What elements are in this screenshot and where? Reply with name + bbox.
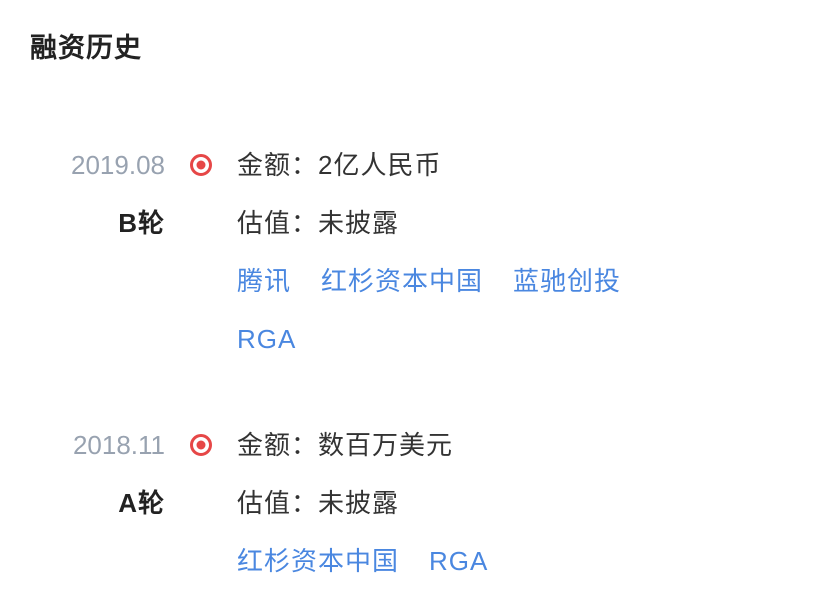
entry-content: 金额：2亿人民币估值：未披露腾讯红杉资本中国蓝驰创投 RGA bbox=[237, 147, 717, 357]
valuation-line: 估值：未披露 bbox=[237, 208, 400, 238]
investor-link[interactable]: RGA bbox=[237, 324, 297, 354]
investor-link[interactable]: 红杉资本中国 bbox=[321, 266, 484, 296]
valuation-line: 估值：未披露 bbox=[237, 488, 400, 518]
funding-date: 2019.08 bbox=[71, 150, 165, 180]
investor-link[interactable]: 红杉资本中国 bbox=[237, 546, 400, 576]
amount-line: 金额：数百万美元 bbox=[237, 430, 454, 460]
funding-round: A轮 bbox=[118, 488, 165, 518]
investor-link[interactable]: RGA bbox=[429, 546, 489, 576]
timeline-dot-icon bbox=[190, 434, 212, 456]
funding-date: 2018.11 bbox=[72, 430, 165, 460]
investor-link[interactable]: 腾讯 bbox=[237, 266, 292, 296]
investor-list: 红杉资本中国 RGA bbox=[237, 543, 677, 579]
timeline-dot-icon bbox=[190, 154, 212, 176]
amount-line: 金额：2亿人民币 bbox=[237, 150, 442, 180]
timeline-marker bbox=[165, 147, 237, 357]
investor-list: 腾讯红杉资本中国蓝驰创投 RGA bbox=[237, 263, 677, 357]
funding-round: B轮 bbox=[118, 208, 165, 238]
section-title: 融资历史 bbox=[30, 33, 142, 63]
timeline-marker bbox=[165, 427, 237, 579]
entry-content: 金额：数百万美元估值：未披露红杉资本中国 RGA bbox=[237, 427, 717, 579]
investor-link[interactable]: 蓝驰创投 bbox=[513, 266, 622, 296]
